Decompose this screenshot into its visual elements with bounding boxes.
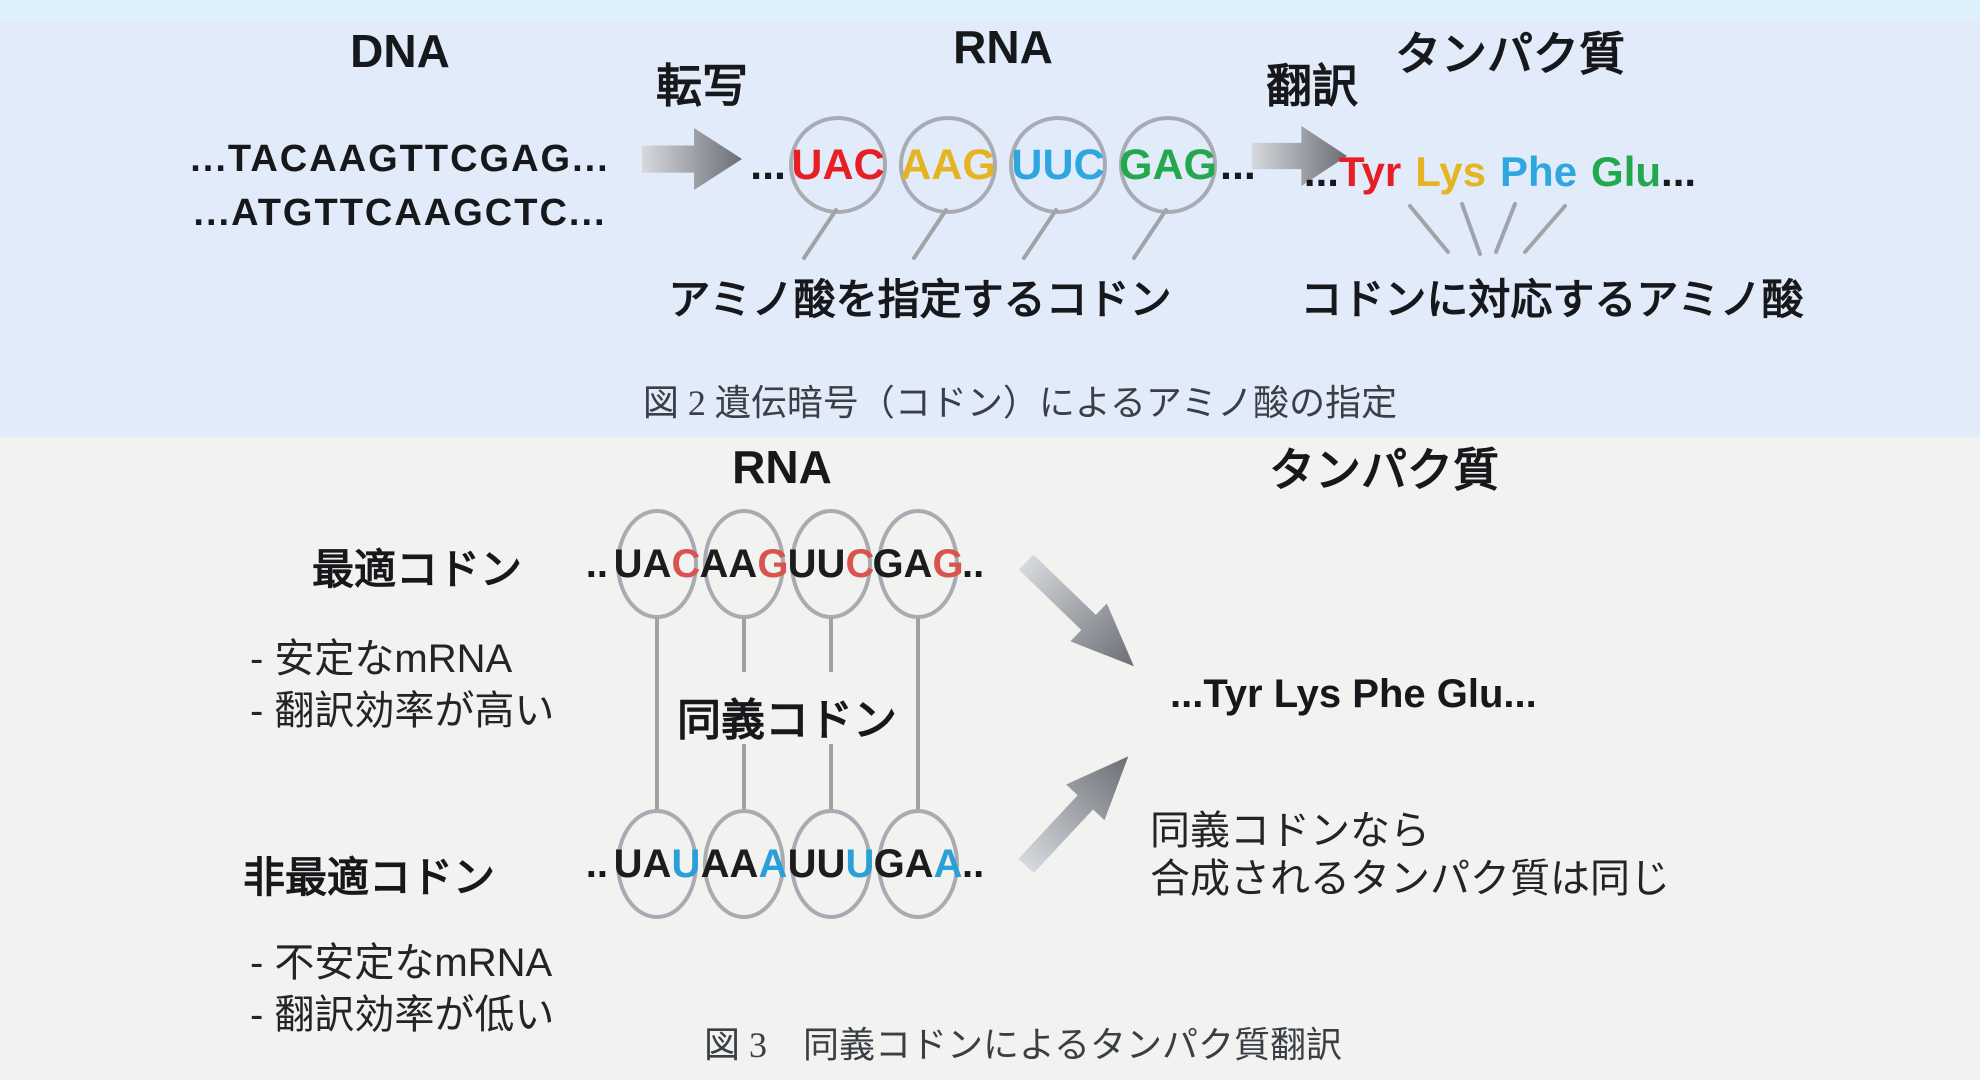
figure2-caption: 図 2 遺伝暗号（コドン）によるアミノ酸の指定: [642, 383, 1398, 423]
codon-uuc: UUC: [1011, 140, 1105, 189]
protein-ellipsis-left: ...: [1303, 148, 1339, 195]
codon-prefix: UA: [613, 541, 672, 586]
nonoptimal-codon-label: 非最適コドン: [243, 854, 496, 901]
optimal-ellipsis-right: ..: [962, 541, 985, 586]
codon-circle: UUC: [1009, 116, 1107, 214]
nonoptimal-arrow-icon: [1018, 756, 1129, 874]
rna-title-fig3: RNA: [732, 441, 832, 493]
rna-title-fig2: RNA: [953, 21, 1053, 73]
residue-glu: Glu: [1591, 148, 1662, 195]
rna-ellipsis-right: ...: [1220, 140, 1256, 189]
nonoptimal-ellipsis-right: ..: [962, 841, 985, 886]
optimal-arrow-icon: [1018, 554, 1134, 667]
figure2-panel: [0, 0, 1980, 437]
dna-strand-top: ...TACAAGTTCGAG...: [190, 138, 610, 180]
figure3-caption: 図 3 同義コドンによるタンパク質翻訳: [704, 1025, 1342, 1065]
codon-highlight: G: [757, 541, 789, 586]
codon-prefix: UU: [787, 541, 846, 586]
optimal-note-1: - 安定なmRNA: [250, 637, 513, 681]
residue-tyr: Tyr: [1338, 148, 1402, 195]
protein-title-fig2: タンパク質: [1395, 28, 1625, 80]
protein-ellipsis-right: ...: [1661, 148, 1697, 195]
connector-line: [742, 744, 746, 810]
optimal-note-2: - 翻訳効率が高い: [250, 689, 555, 733]
protein-pointer-lines: [1408, 202, 1567, 256]
protein-sequence-fig3: ...Tyr Lys Phe Glu...: [1170, 672, 1537, 716]
codon-prefix: AA: [699, 541, 758, 586]
result-note-line1: 同義コドンなら: [1150, 809, 1430, 853]
nonoptimal-ellipsis-left: ..: [585, 841, 608, 886]
nonoptimal-note-1: - 不安定なmRNA: [250, 941, 553, 985]
optimal-codon-label: 最適コドン: [312, 546, 523, 593]
dna-title: DNA: [350, 25, 450, 77]
codon-prefix: GA: [873, 841, 934, 886]
rna-ellipsis-left: ...: [750, 140, 786, 189]
translation-arrow-icon: [1252, 126, 1347, 186]
residue-phe: Phe: [1500, 148, 1578, 195]
figure3-panel: [0, 437, 1980, 1080]
codon-highlight: C: [671, 541, 701, 586]
codon-pointer-lines: [802, 208, 1168, 260]
protein-note: コドンに対応するアミノ酸: [1300, 276, 1804, 323]
codon-circle: GAG: [1119, 116, 1217, 214]
dna-strand-bottom: ...ATGTTCAAGCTC...: [193, 192, 607, 234]
optimal-ellipsis-left: ..: [585, 541, 608, 586]
synonymous-codon-label: 同義コドン: [677, 696, 897, 745]
figure2-panel-top-strip: [0, 0, 1980, 20]
codon-highlight: U: [845, 841, 875, 886]
codon-highlight: A: [933, 841, 963, 886]
codon-aag: AAG: [900, 140, 996, 189]
codon-prefix: UU: [787, 841, 846, 886]
codon-uac: UAC: [791, 140, 885, 189]
connector-line: [655, 618, 659, 810]
codon-note: アミノ酸を指定するコドン: [668, 276, 1172, 323]
codon-circle: AAG: [899, 116, 997, 214]
codon-highlight: G: [932, 541, 964, 586]
connector-line: [829, 618, 833, 672]
transcription-arrow-icon: [642, 128, 742, 190]
codon-highlight: A: [758, 841, 788, 886]
protein-title-fig3: タンパク質: [1269, 444, 1499, 496]
codon-prefix: AA: [700, 841, 759, 886]
codon-circle: UAC: [789, 116, 887, 214]
codon-gag: GAG: [1119, 140, 1217, 189]
transcription-label: 転写: [656, 60, 748, 112]
codon-highlight: U: [671, 841, 701, 886]
codon-highlight: C: [845, 541, 875, 586]
nonoptimal-note-2: - 翻訳効率が低い: [250, 993, 555, 1037]
connector-line: [829, 744, 833, 810]
residue-lys: Lys: [1415, 148, 1487, 195]
result-note-line2: 合成されるタンパク質は同じ: [1150, 857, 1670, 901]
connector-line: [742, 618, 746, 672]
codon-prefix: UA: [613, 841, 672, 886]
codon-prefix: GA: [872, 541, 933, 586]
connector-line: [916, 618, 920, 810]
translation-label: 翻訳: [1266, 60, 1358, 112]
